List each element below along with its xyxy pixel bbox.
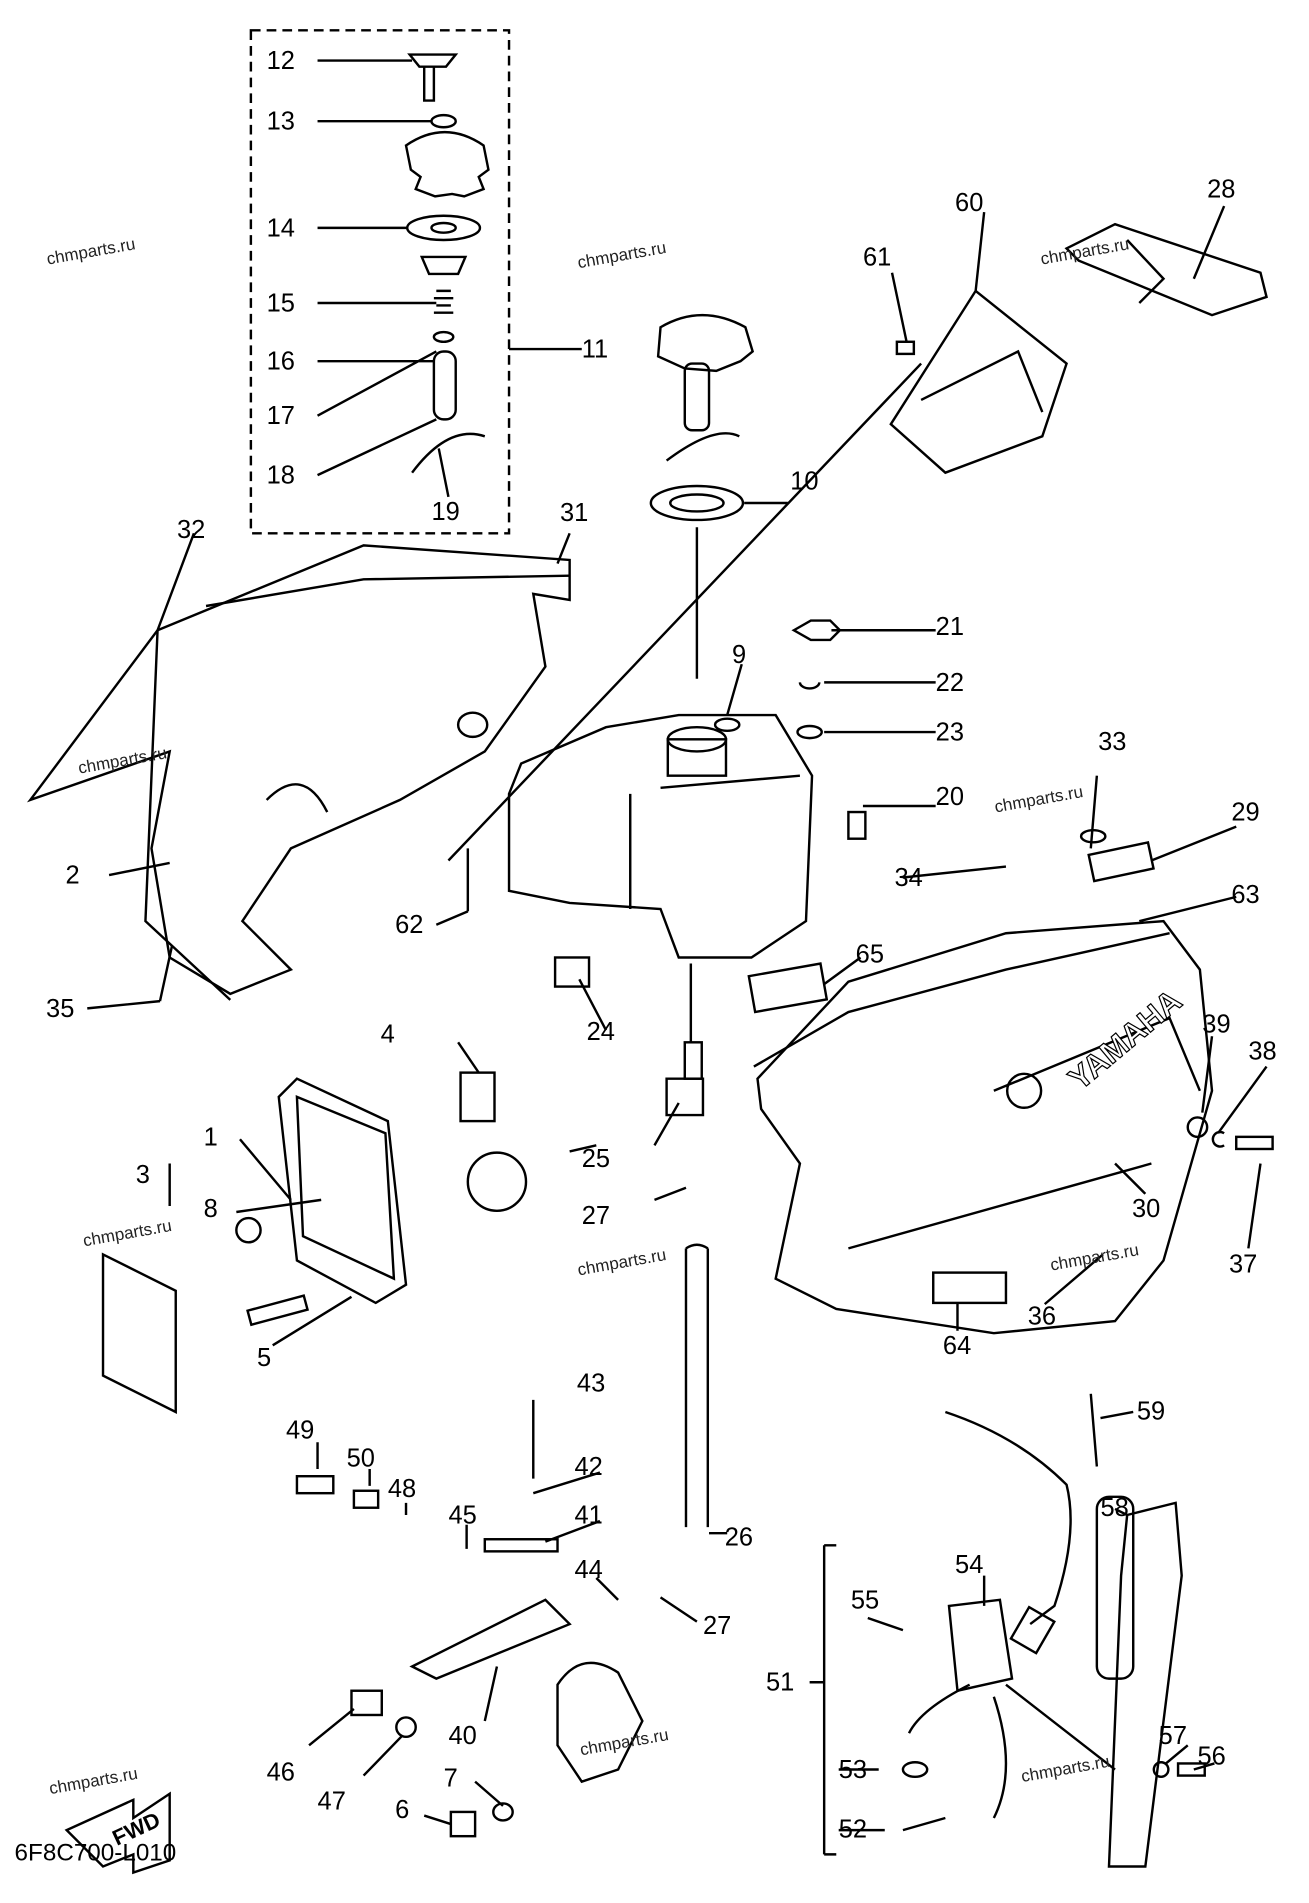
part-callout: 41	[574, 1501, 603, 1530]
brand-logo: YAMAHA	[1061, 982, 1188, 1097]
part-callout: 5	[256, 1344, 272, 1372]
part-callout: 37	[1228, 1250, 1258, 1279]
part-callout: 62	[395, 911, 424, 940]
part-callout: 15	[266, 289, 295, 318]
part-callout: 25	[581, 1145, 611, 1174]
part-callout: 13	[266, 107, 295, 136]
part-callout: 46	[266, 1758, 295, 1787]
part-callout: 54	[955, 1551, 984, 1580]
part-callout: 27	[581, 1202, 611, 1231]
part-callout: 28	[1207, 175, 1236, 204]
part-callout: 2	[65, 861, 80, 890]
part-callout: 40	[448, 1722, 477, 1751]
diagram-code: 6F8C700-L010	[14, 1839, 177, 1867]
part-callout: 38	[1248, 1037, 1277, 1066]
part-callout: 51	[765, 1668, 795, 1697]
part-callout: 35	[46, 995, 75, 1023]
part-callout: 30	[1132, 1195, 1161, 1223]
part-callout: 65	[855, 940, 884, 969]
part-callout: 58	[1100, 1494, 1129, 1523]
part-callout: 48	[387, 1475, 417, 1503]
part-callout: 4	[380, 1020, 395, 1049]
part-callout: 29	[1231, 798, 1260, 827]
part-callout: 21	[935, 613, 964, 642]
part-callout: 34	[894, 864, 923, 893]
part-callout: 20	[935, 782, 964, 811]
part-callout: 44	[574, 1556, 603, 1585]
part-callout: 6	[395, 1796, 410, 1825]
part-callout: 22	[935, 669, 964, 697]
part-callout: 32	[176, 516, 206, 545]
part-callout: 27	[702, 1611, 732, 1640]
part-callout: 56	[1197, 1742, 1226, 1771]
sub-assembly-box	[249, 29, 511, 535]
part-callout: 31	[559, 499, 589, 528]
part-callout: 1	[203, 1123, 218, 1152]
part-callout: 10	[790, 467, 819, 496]
part-callout: 16	[266, 347, 295, 376]
part-callout: 24	[586, 1018, 615, 1046]
part-callout: 57	[1158, 1722, 1187, 1751]
part-callout: 23	[935, 718, 964, 747]
part-callout: 43	[576, 1369, 606, 1398]
part-callout: 45	[448, 1501, 477, 1530]
part-callout: 50	[346, 1444, 375, 1473]
part-callout: 3	[135, 1161, 150, 1189]
part-callout: 55	[850, 1586, 880, 1615]
part-callout: 61	[862, 243, 892, 272]
part-callout: 18	[266, 461, 295, 490]
part-callout: 33	[1098, 728, 1127, 757]
part-callout: 19	[431, 498, 460, 527]
part-callout: 63	[1231, 881, 1260, 909]
part-callout: 52	[838, 1815, 868, 1844]
part-callout: 59	[1136, 1397, 1166, 1426]
part-callout: 11	[581, 335, 609, 364]
part-callout: 42	[574, 1453, 603, 1482]
part-callout: 53	[838, 1756, 868, 1785]
part-callout: 14	[266, 214, 295, 243]
part-callout: 49	[286, 1416, 315, 1445]
part-callout: 12	[266, 47, 295, 76]
part-callout: 60	[955, 189, 984, 217]
part-callout: 39	[1202, 1010, 1231, 1039]
part-callout: 17	[266, 402, 295, 431]
fwd-arrow	[64, 1791, 171, 1875]
part-callout: 64	[942, 1331, 972, 1360]
part-callout: 8	[203, 1195, 218, 1223]
part-callout: 36	[1027, 1302, 1057, 1331]
part-callout: 47	[317, 1787, 346, 1816]
part-callout: 26	[724, 1523, 754, 1552]
part-callout: 7	[443, 1764, 458, 1793]
part-callout: 9	[732, 641, 747, 670]
